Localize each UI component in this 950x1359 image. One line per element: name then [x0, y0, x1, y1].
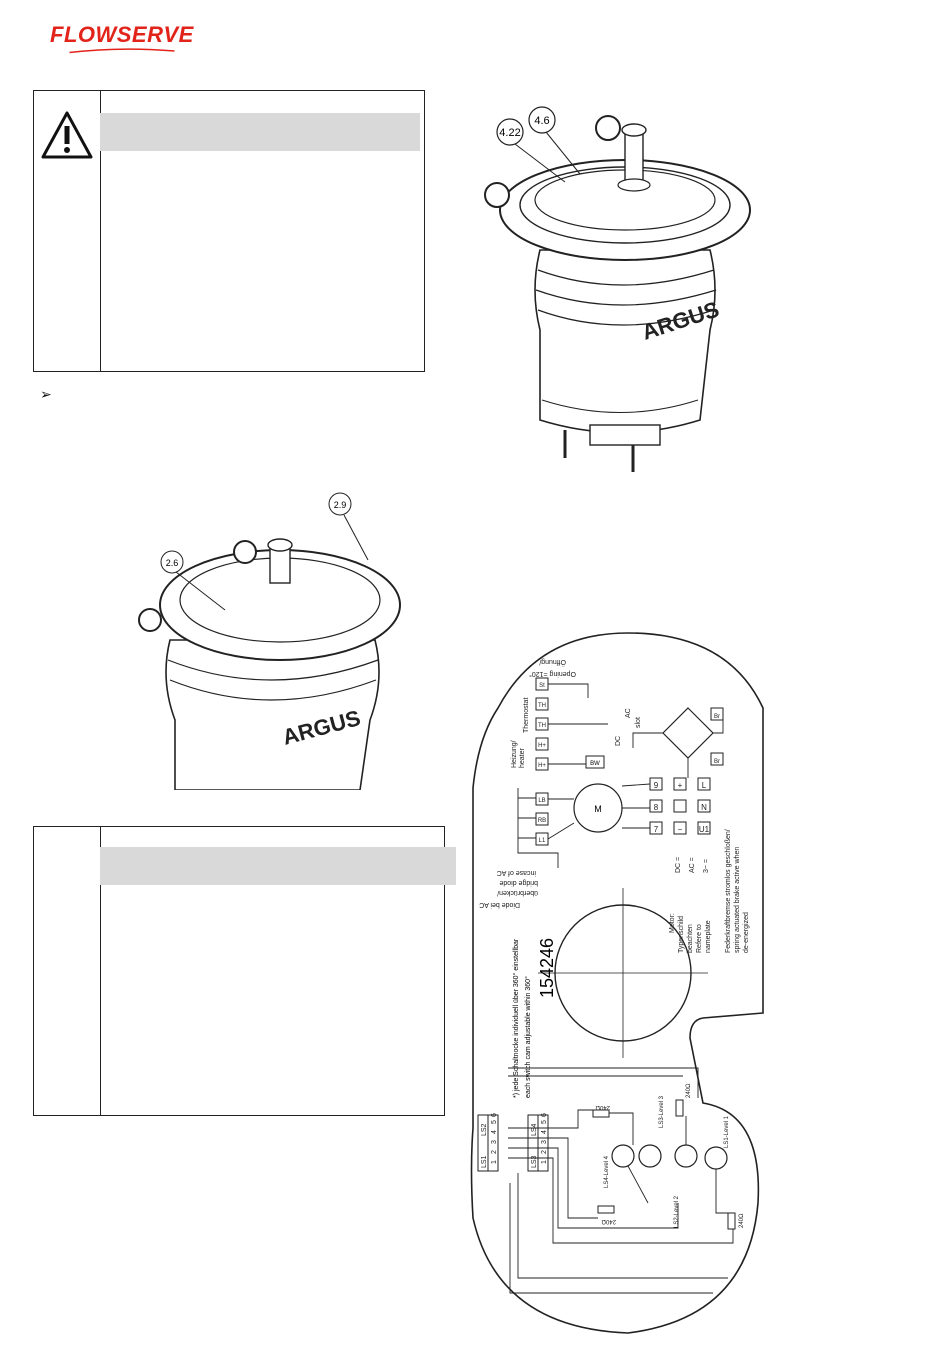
ls-terminal-4: 4 [491, 1130, 498, 1134]
bw-label: BW [590, 761, 600, 767]
level-label-1: LS1-Level 1 [724, 1115, 730, 1148]
warning-triangle-icon [41, 111, 93, 159]
terminal-TH-2: TH [538, 723, 546, 729]
motor-note-1: Motor: [669, 913, 676, 933]
part-number: 154246 [537, 938, 557, 998]
callout-2-6: 2.6 [166, 558, 179, 568]
ls-terminal-1: 1 [491, 1160, 498, 1164]
resistors [592, 1099, 736, 1230]
ac-slot-label-2: slot [635, 717, 642, 728]
note-heading-band [100, 847, 456, 885]
motor-label: M [594, 804, 602, 814]
actuator-figure-top: ARGUS 4.22 4.6 [484, 106, 751, 472]
resistor-label-4: 240Ω [739, 1213, 745, 1228]
motor-note-2: Typenschild [678, 916, 685, 953]
bullet-arrow: ➢ [40, 386, 52, 402]
switch-cams [611, 1144, 728, 1170]
terminal-block-right [649, 707, 724, 835]
terminal-U1: U1 [699, 825, 710, 834]
ls-terminal-b3: 3 [541, 1140, 548, 1144]
level-label-2: LS2-Level 2 [674, 1195, 680, 1228]
heater-label-2: heater [519, 747, 526, 768]
ls-terminal-2: 2 [491, 1150, 498, 1154]
callout-4-22: 4.22 [499, 127, 520, 139]
terminal-block-left [535, 677, 549, 846]
terminal-RB: RB [538, 818, 546, 824]
terminal-minus: − [678, 825, 683, 834]
resistor-label-3: 240Ω [601, 1218, 616, 1224]
terminal-N: N [701, 803, 707, 812]
ls-terminal-b4: 4 [541, 1130, 548, 1134]
terminal-LB: LB [538, 798, 545, 804]
motor-note-5: nameplate [705, 920, 712, 953]
flowserve-logo: FLOWSERVE [50, 22, 194, 47]
heater-label-1: Heizung/ [511, 740, 518, 768]
ls-group-LS1: LS1 [481, 1155, 488, 1168]
terminal-H2: H+ [538, 763, 546, 769]
terminal-9: 9 [654, 781, 659, 790]
opening-note-2: Opening =120° [529, 670, 576, 678]
ls-group-LS2: LS2 [481, 1123, 488, 1136]
terminal-8: 8 [654, 803, 659, 812]
resistor-label-2: 240Ω [686, 1083, 692, 1098]
brake-note-2: spring actuated brake active when [734, 847, 741, 953]
supply-label-3ph: 3~ = [703, 859, 710, 873]
diode-note-4: incase of AC [497, 869, 536, 876]
terminal-St: St [539, 683, 545, 689]
callout-4-6: 4.6 [534, 115, 549, 127]
ac-slot-label-1: AC [625, 708, 632, 718]
ls-terminal-b6: 6 [541, 1113, 548, 1117]
terminal-L1: L1 [539, 838, 546, 844]
terminal-plus: + [678, 781, 683, 790]
wiring-diagram: 154246 *) jede Schaltnocke individuell ü… [470, 632, 764, 1334]
terminal-7: 7 [654, 825, 659, 834]
terminal-Br-1: Br [714, 714, 720, 720]
switch-cam-note-en: each switch cam adjustable within 360° [524, 976, 532, 1098]
ls-terminal-b1: 1 [541, 1160, 548, 1164]
note-icon-column [34, 827, 101, 1115]
ls-terminal-6: 6 [491, 1113, 498, 1117]
ls-terminal-b5: 5 [541, 1120, 548, 1124]
thermostat-label: Thermostat [523, 698, 530, 733]
switch-cam-note: *) jede Schaltnocke individuell über 360… [512, 938, 520, 1098]
logo-swoosh [69, 48, 175, 54]
ls-terminal-3: 3 [491, 1140, 498, 1144]
terminal-H1: H+ [538, 743, 546, 749]
supply-label-ac: AC = [689, 857, 696, 873]
supply-label-dc: DC = [675, 857, 682, 873]
limit-switch-terminals [477, 1114, 549, 1172]
terminal-Br-2: Br [714, 759, 720, 765]
opening-note-1: Öffnung/ [539, 658, 566, 666]
actuator-figure-middle: ARGUS 2.6 2.9 [138, 492, 401, 790]
dc-label: DC [615, 736, 622, 746]
resistor-label-1: 240Ω [595, 1104, 610, 1110]
ls-group-LS4: LS4 [531, 1123, 538, 1136]
terminal-TH-1: TH [538, 703, 546, 709]
diode-note-3: bridge diode [499, 879, 538, 886]
note-box [33, 826, 456, 1116]
terminal-L: L [702, 781, 707, 790]
warning-heading-band [100, 113, 420, 151]
ls-group-LS3: LS3 [531, 1155, 538, 1168]
motor-note-3: beachten [687, 924, 694, 953]
ls-terminal-5: 5 [491, 1120, 498, 1124]
warning-box [33, 90, 425, 372]
brake-note-1: Federkraftbremse stromlos geschloßen/ [725, 829, 732, 953]
diode-note-1: Diode bei AC [479, 901, 520, 908]
brake-note-3: de-energized [743, 912, 750, 953]
diode-note-2: überbrücken/ [497, 889, 538, 896]
motor-note-4: Refere to [696, 924, 703, 953]
level-label-4: LS4-Level 4 [604, 1155, 610, 1188]
warning-icon-column [34, 91, 101, 371]
callout-2-9: 2.9 [334, 500, 347, 510]
ls-terminal-b2: 2 [541, 1150, 548, 1154]
level-label-3: LS3-Level 3 [659, 1095, 665, 1128]
